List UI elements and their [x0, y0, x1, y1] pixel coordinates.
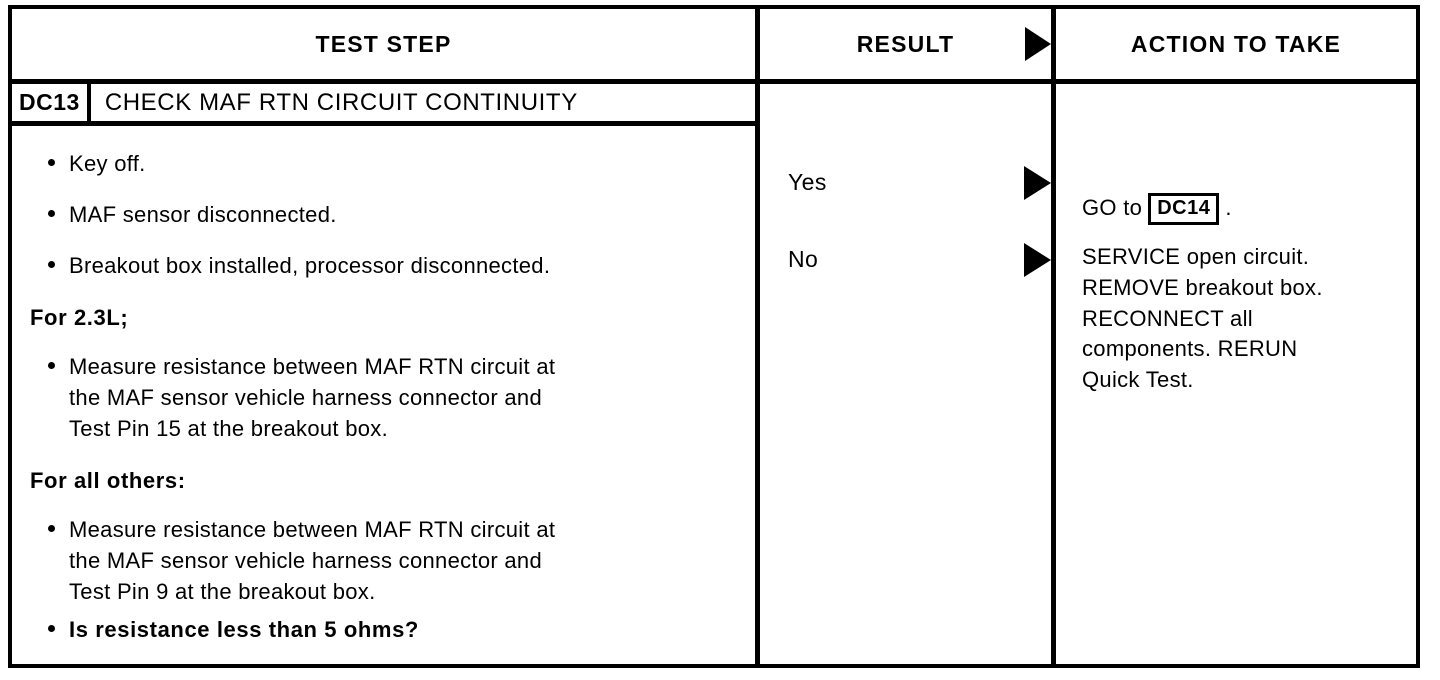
list-item-text: Measure resistance between MAF RTN circu…: [69, 353, 556, 442]
step-body: Key off. MAF sensor disconnected. Breako…: [12, 126, 755, 645]
list-item: Key off.: [30, 148, 737, 179]
list-item-text: Key off.: [69, 151, 146, 176]
bullet-dot-icon: [48, 624, 55, 632]
right-triangle-icon: [1024, 165, 1051, 200]
result-label-no: No: [788, 246, 819, 272]
table-header-row: TEST STEP RESULT ACTION TO TAKE: [12, 9, 1416, 84]
header-label-test-step: TEST STEP: [315, 30, 452, 57]
test-step-column: DC13 CHECK MAF RTN CIRCUIT CONTINUITY Ke…: [12, 84, 760, 664]
list-item-text: Measure resistance between MAF RTN circu…: [69, 516, 556, 605]
action-goto-prefix: GO to: [1082, 195, 1143, 221]
question-text: Is resistance less than 5 ohms?: [69, 616, 419, 642]
right-triangle-icon: [1025, 27, 1051, 61]
bullet-dot-icon: [48, 361, 55, 369]
action-goto-suffix: .: [1225, 195, 1232, 221]
header-cell-result: RESULT: [760, 9, 1056, 79]
step-title-text: CHECK MAF RTN CIRCUIT CONTINUITY: [104, 88, 578, 116]
action-row-no: SERVICE open circuit. REMOVE breakout bo…: [1082, 244, 1323, 393]
result-row-yes: Yes: [760, 165, 1051, 200]
step-title-bar: DC13 CHECK MAF RTN CIRCUIT CONTINUITY: [12, 84, 755, 126]
step-code-badge: DC13: [12, 84, 91, 121]
header-cell-test-step: TEST STEP: [12, 9, 760, 79]
bullet-dot-icon: [48, 524, 55, 532]
action-row-yes: GO to DC14 .: [1082, 162, 1406, 256]
diagnostic-test-table: TEST STEP RESULT ACTION TO TAKE DC13 CHE…: [8, 5, 1420, 668]
action-column: GO to DC14 . SERVICE open circuit. REMOV…: [1056, 84, 1416, 664]
list-item: Measure resistance between MAF RTN circu…: [30, 514, 737, 608]
list-item-text: Breakout box installed, processor discon…: [69, 253, 551, 279]
bullet-dot-icon: [48, 261, 55, 269]
result-label-yes: Yes: [788, 169, 827, 195]
header-label-action-to-take: ACTION TO TAKE: [1130, 30, 1342, 57]
list-item: Measure resistance between MAF RTN circu…: [30, 351, 737, 445]
header-cell-action-to-take: ACTION TO TAKE: [1056, 9, 1416, 79]
list-item: MAF sensor disconnected.: [30, 199, 737, 230]
bullet-dot-icon: [48, 210, 55, 218]
result-row-no: No: [760, 242, 1051, 277]
header-label-result: RESULT: [856, 30, 955, 57]
bullet-dot-icon: [48, 159, 55, 166]
list-item: Breakout box installed, processor discon…: [30, 250, 737, 281]
list-item-question: Is resistance less than 5 ohms?: [30, 614, 737, 645]
list-item-text: MAF sensor disconnected.: [69, 202, 337, 228]
result-column: Yes No: [760, 84, 1056, 664]
table-body-row: DC13 CHECK MAF RTN CIRCUIT CONTINUITY Ke…: [12, 84, 1416, 664]
section-heading-2-3l: For 2.3L;: [30, 304, 129, 330]
right-triangle-icon: [1024, 242, 1051, 277]
section-heading-all-others: For all others:: [30, 467, 186, 493]
step-reference-dc14[interactable]: DC14: [1148, 192, 1220, 225]
